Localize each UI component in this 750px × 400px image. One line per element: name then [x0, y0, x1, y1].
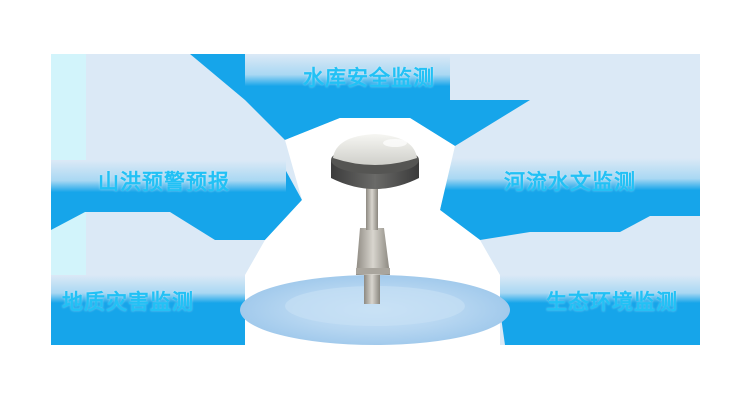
label-river-hydrology-monitoring: 河流水文监测 — [504, 170, 636, 194]
label-ecological-environment-monitoring: 生态环境监测 — [546, 290, 678, 314]
label-flash-flood-warning: 山洪预警预报 — [98, 170, 230, 194]
label-geological-hazard-monitoring: 地质灾害监测 — [62, 290, 194, 314]
label-reservoir-safety-monitoring: 水库安全监测 — [303, 66, 435, 90]
